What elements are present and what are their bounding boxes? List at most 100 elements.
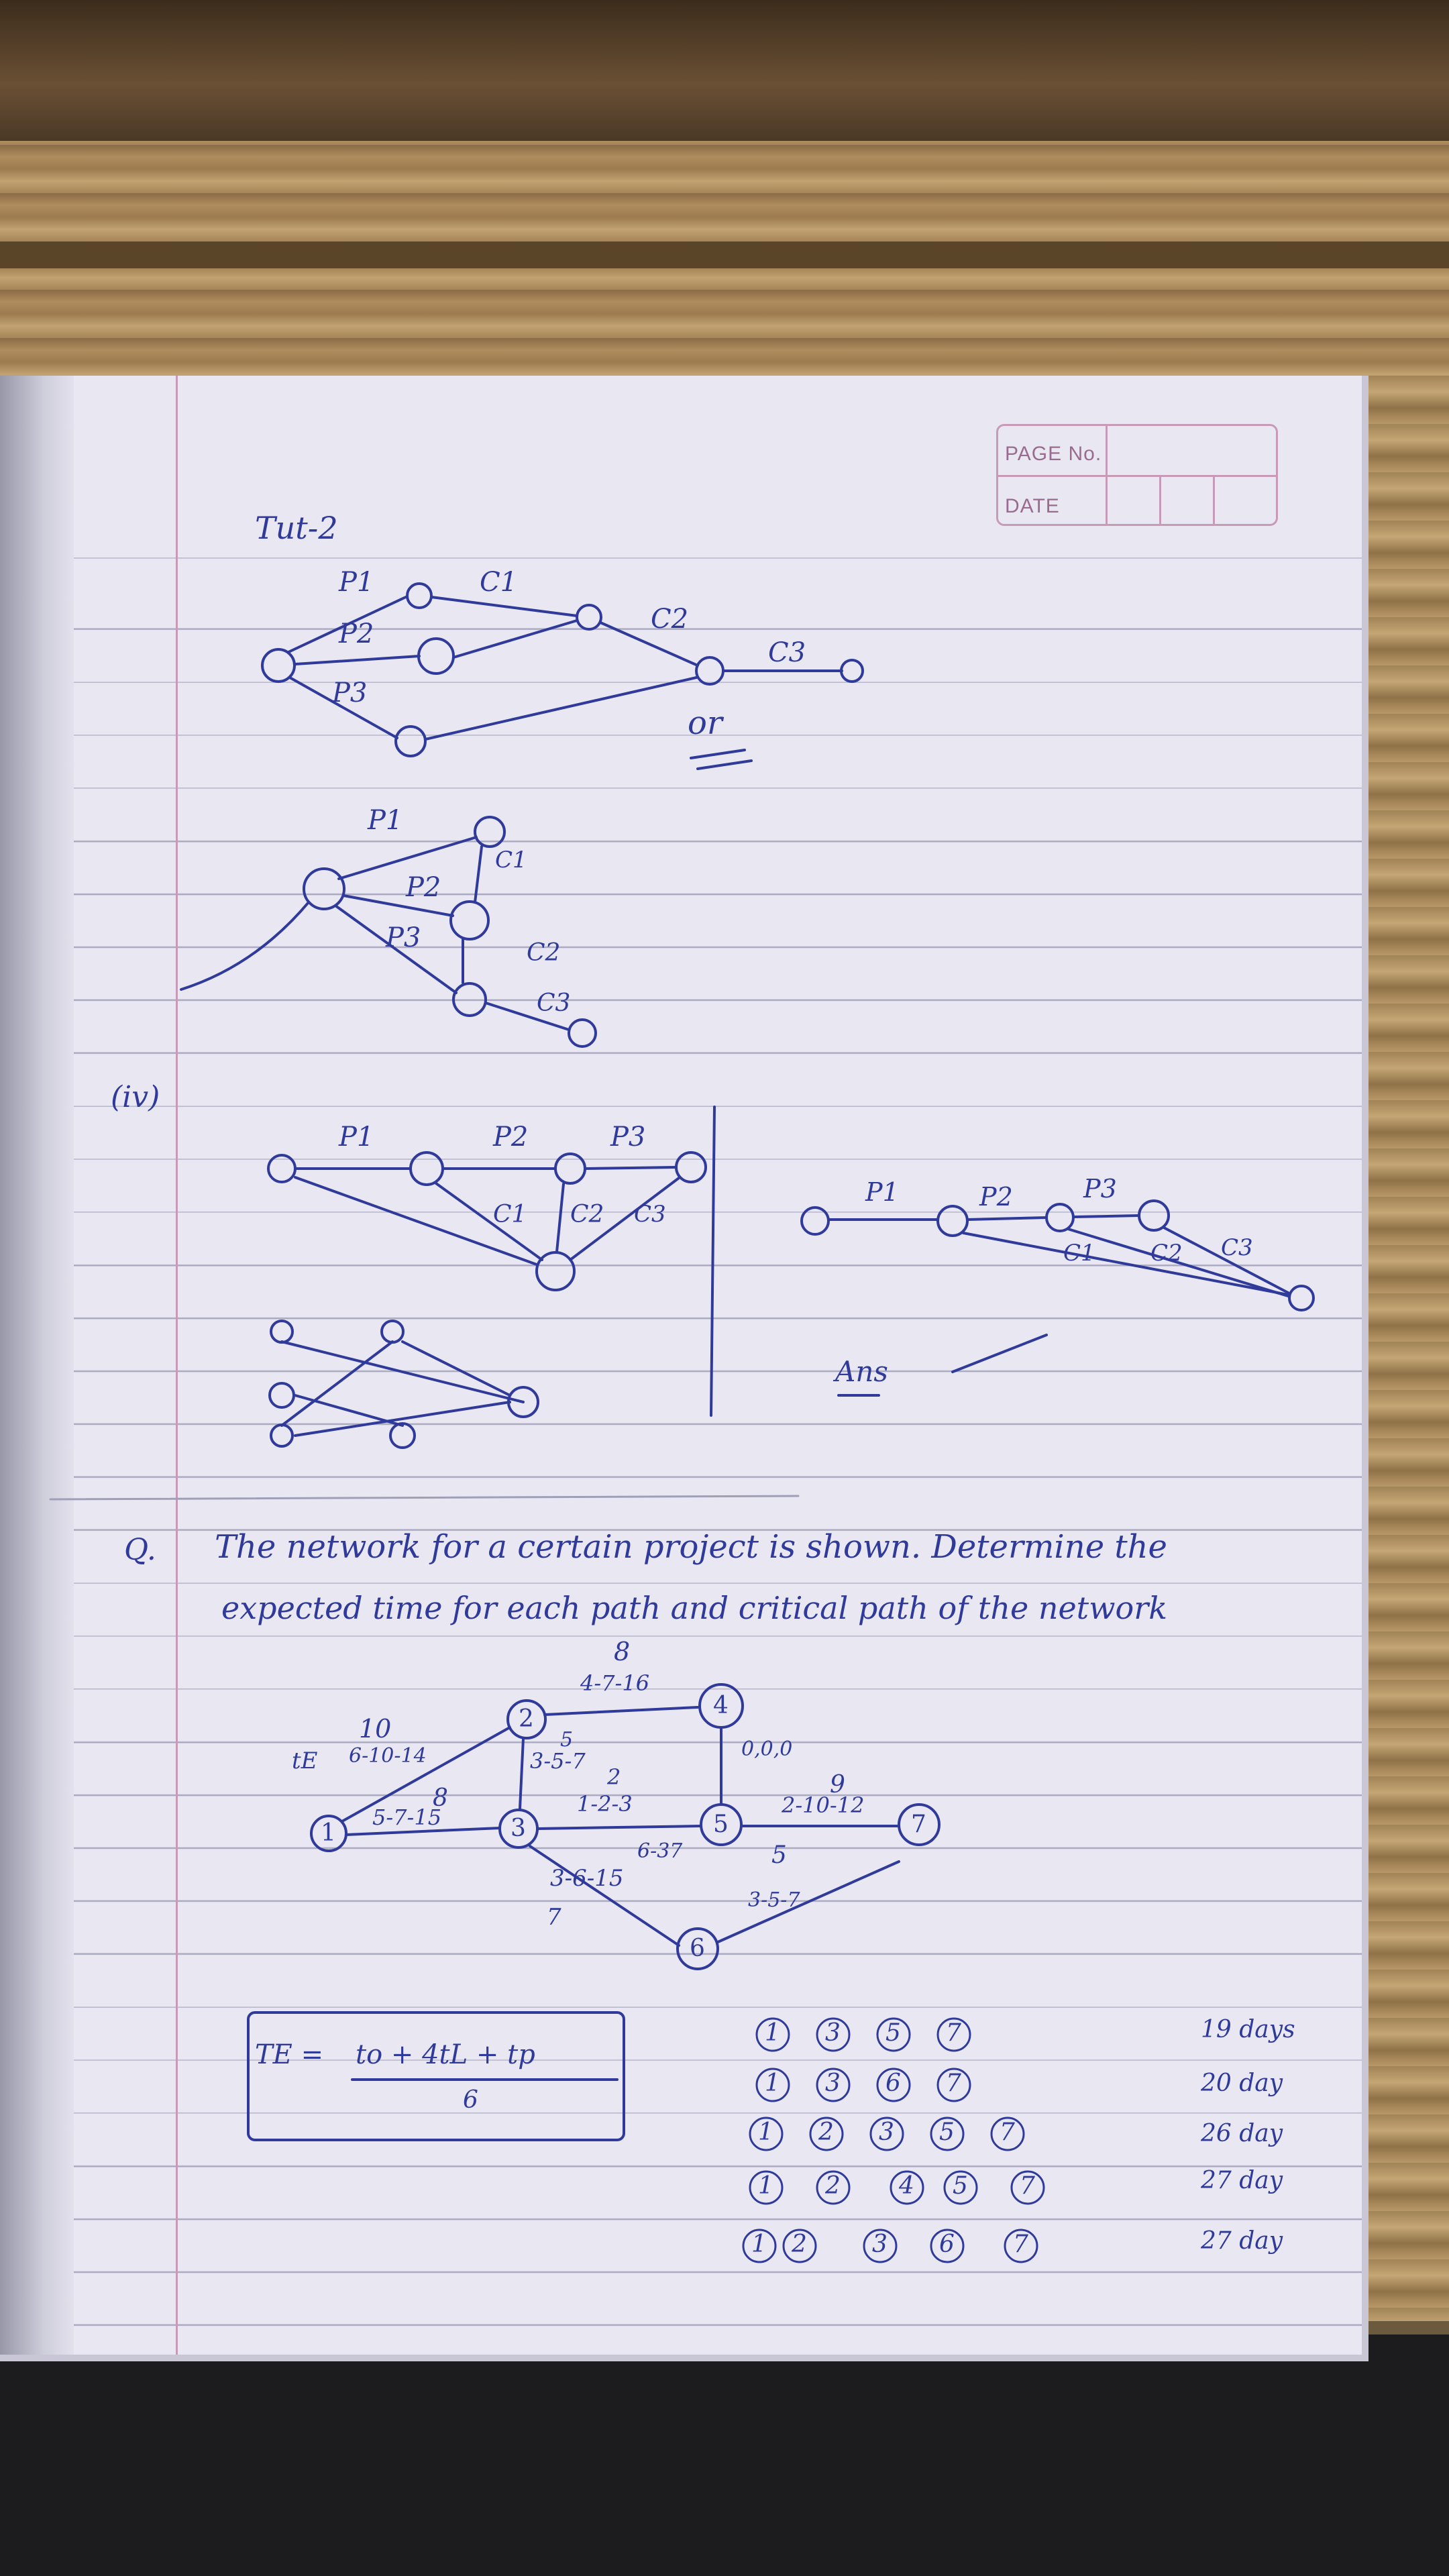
- path-node: 6: [885, 2070, 901, 2097]
- diagram-label: C1: [493, 1201, 527, 1228]
- diagram-label: C3: [537, 989, 571, 1017]
- te-label: tE: [292, 1748, 318, 1774]
- margin-line: [176, 376, 178, 2355]
- diagram-label: P3: [1083, 1174, 1117, 1203]
- path-duration: 26 day: [1201, 2120, 1283, 2147]
- diagram-label: C3: [768, 637, 806, 668]
- network-node: 7: [911, 1811, 926, 1838]
- date-label: DATE: [1005, 495, 1060, 517]
- diagram-label: P2: [406, 872, 441, 903]
- activity-te: 2: [607, 1764, 621, 1790]
- activity-te: 10: [359, 1714, 392, 1743]
- activity-label: 4-7-16: [580, 1670, 650, 1696]
- activity-te: 8: [433, 1784, 448, 1812]
- page-title: Tut-2: [255, 510, 338, 546]
- path-node: 3: [825, 2019, 841, 2047]
- path-node: 5: [953, 2172, 968, 2200]
- diagram-label: P1: [339, 567, 374, 598]
- question-marker: Q.: [124, 1533, 156, 1567]
- diagram-label: C3: [634, 1201, 666, 1228]
- activity-label: 0,0,0: [741, 1737, 793, 1761]
- diagram-label: P1: [368, 805, 403, 836]
- question-line: expected time for each path and critical…: [221, 1590, 1168, 1626]
- diagram-label: or: [688, 704, 722, 742]
- diagram-label: P1: [339, 1122, 374, 1152]
- activity-label: 6-10-14: [349, 1744, 427, 1768]
- formula-lhs: TE =: [255, 2039, 324, 2070]
- activity-label: 3-5-7: [530, 1748, 586, 1774]
- question-line: The network for a certain project is sho…: [215, 1528, 1167, 1566]
- network-node: 4: [713, 1692, 729, 1719]
- diagram-label: C2: [1150, 1240, 1183, 1267]
- desk-edge: [0, 0, 1449, 141]
- desk-band: [0, 241, 1449, 268]
- activity-te: 8: [614, 1637, 631, 1666]
- path-node: 2: [792, 2231, 807, 2258]
- diagram-label: P1: [865, 1177, 899, 1207]
- section-marker: (iv): [111, 1080, 160, 1114]
- path-node: 1: [758, 2172, 773, 2200]
- diagram-label: C2: [570, 1201, 604, 1228]
- activity-label: 2-10-12: [782, 1792, 865, 1818]
- page-header-box: [996, 424, 1278, 526]
- path-node: 5: [885, 2019, 901, 2047]
- path-node: 3: [872, 2231, 888, 2258]
- path-node: 6: [939, 2231, 955, 2258]
- activity-te: 9: [830, 1771, 845, 1799]
- activity-label: 3-5-7: [748, 1888, 800, 1912]
- activity-label: 3-6-15: [550, 1865, 624, 1892]
- diagram-label: C1: [495, 847, 527, 873]
- desk-wood-right: [1355, 376, 1449, 2321]
- answer-label: Ans: [835, 1355, 888, 1388]
- formula-numerator: to + 4tL + tp: [356, 2039, 535, 2070]
- path-node: 5: [939, 2118, 955, 2146]
- activity-te: 5: [560, 1728, 574, 1752]
- floor: [0, 2334, 1449, 2576]
- network-node: 1: [321, 1819, 336, 1847]
- path-node: 1: [751, 2231, 767, 2258]
- path-node: 7: [1000, 2118, 1015, 2146]
- path-node: 7: [946, 2019, 961, 2047]
- path-node: 2: [825, 2172, 841, 2200]
- diagram-label: C1: [1063, 1240, 1095, 1267]
- page-no-label: PAGE No.: [1005, 443, 1102, 465]
- network-node: 2: [519, 1705, 534, 1733]
- formula-denominator: 6: [463, 2086, 478, 2114]
- path-node: 1: [758, 2118, 773, 2146]
- activity-label: 5-7-15: [372, 1805, 442, 1830]
- notebook-page: [0, 376, 1362, 2355]
- diagram-label: P3: [610, 1122, 646, 1152]
- diagram-label: C3: [1221, 1234, 1253, 1261]
- path-node: 7: [1013, 2231, 1028, 2258]
- activity-te: 7: [547, 1904, 561, 1931]
- diagram-label: C2: [651, 604, 689, 635]
- path-node: 2: [818, 2118, 834, 2146]
- network-node: 6: [690, 1935, 705, 1962]
- diagram-label: C2: [527, 939, 561, 967]
- activity-te: 5: [771, 1841, 787, 1869]
- diagram-label: P2: [493, 1122, 529, 1152]
- path-duration: 27 day: [1201, 2167, 1283, 2194]
- diagram-label: P3: [386, 922, 421, 953]
- path-node: 7: [946, 2070, 961, 2097]
- activity-label: 1-2-3: [577, 1791, 633, 1817]
- diagram-label: P3: [332, 678, 368, 708]
- path-node: 1: [765, 2019, 780, 2047]
- path-node: 3: [879, 2118, 894, 2146]
- activity-label: 6-37: [637, 1839, 683, 1863]
- diagram-label: P2: [979, 1182, 1013, 1212]
- path-node: 1: [765, 2070, 780, 2097]
- diagram-label: P2: [339, 619, 374, 649]
- path-duration: 19 days: [1201, 2016, 1295, 2043]
- path-node: 4: [899, 2172, 914, 2200]
- network-node: 3: [511, 1815, 526, 1842]
- path-duration: 20 day: [1201, 2070, 1283, 2097]
- path-node: 7: [1020, 2172, 1035, 2200]
- path-node: 3: [825, 2070, 841, 2097]
- path-duration: 27 day: [1201, 2227, 1283, 2255]
- notebook-binding: [0, 376, 74, 2355]
- diagram-label: C1: [480, 567, 518, 598]
- network-node: 5: [713, 1811, 729, 1838]
